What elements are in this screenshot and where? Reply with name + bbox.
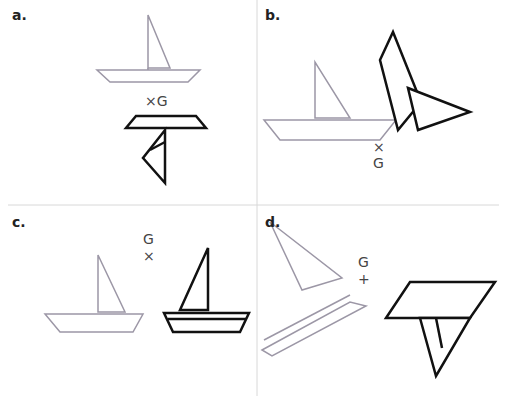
image-boat bbox=[126, 116, 206, 183]
image-boat bbox=[164, 248, 249, 332]
panel-letter: d. bbox=[265, 215, 280, 229]
transform-symbol: G bbox=[373, 156, 384, 170]
image-boat bbox=[380, 32, 470, 130]
transform-symbol: × bbox=[373, 140, 385, 154]
transform-symbol: × bbox=[143, 249, 155, 263]
transform-symbol: + bbox=[358, 272, 370, 286]
transform-symbol: G bbox=[358, 255, 369, 269]
original-boat bbox=[262, 222, 366, 356]
original-boat bbox=[97, 15, 200, 82]
panel-letter: c. bbox=[12, 215, 26, 229]
panel-letter: a. bbox=[12, 8, 27, 22]
original-boat bbox=[264, 62, 396, 140]
image-boat bbox=[386, 282, 495, 376]
panel-divider bbox=[8, 205, 499, 206]
transform-symbol: ×G bbox=[145, 94, 168, 108]
panel-divider bbox=[257, 0, 258, 396]
panel-letter: b. bbox=[265, 8, 280, 22]
transform-symbol: G bbox=[143, 232, 154, 246]
original-boat bbox=[45, 255, 143, 332]
